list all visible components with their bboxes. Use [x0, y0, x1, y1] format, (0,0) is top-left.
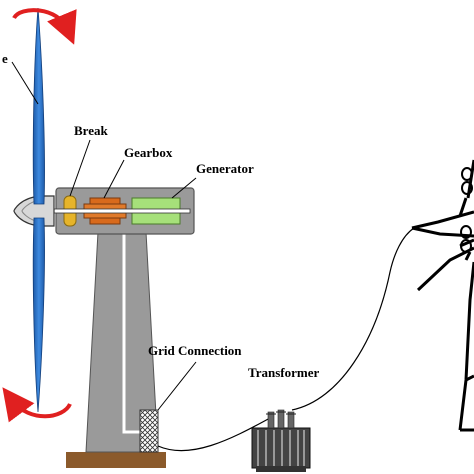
leader-brake — [69, 139, 91, 197]
grid-connection-label: Grid Connection — [148, 343, 242, 358]
leader-generator — [171, 177, 197, 199]
rotation-arrow-icon — [2, 387, 72, 423]
foundation — [66, 452, 166, 468]
grid-connection-box — [139, 409, 159, 453]
rotation-arrow-icon — [12, 8, 77, 45]
blade-upper — [32, 7, 45, 205]
transformer-label: Transformer — [248, 365, 320, 380]
transformer-icon — [251, 409, 311, 472]
cable-to-tower — [291, 227, 415, 411]
leader-grid-connection — [157, 361, 197, 411]
transmission-tower-icon — [411, 159, 474, 432]
main-shaft — [39, 208, 191, 214]
gearbox-label: Gearbox — [124, 145, 173, 160]
cable-to-transformer — [157, 417, 271, 452]
leader-gearbox — [103, 159, 125, 199]
leader-blade — [11, 61, 39, 105]
brake-label: Break — [74, 123, 108, 138]
blade-lower — [32, 217, 45, 413]
blade-label: e — [2, 51, 8, 66]
generator-label: Generator — [196, 161, 254, 176]
